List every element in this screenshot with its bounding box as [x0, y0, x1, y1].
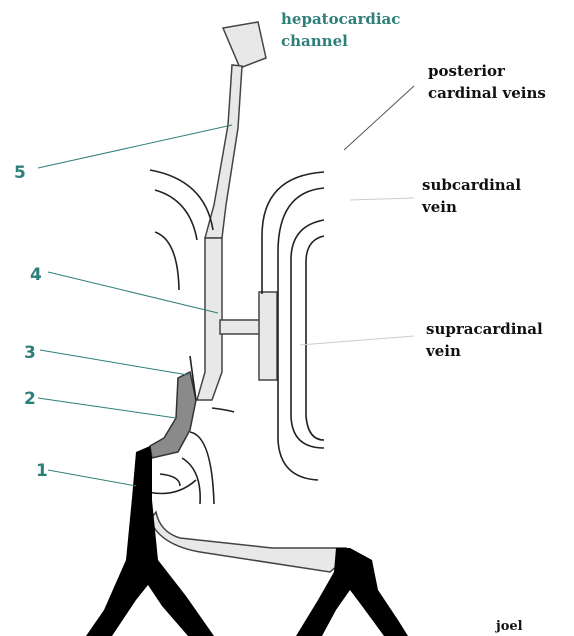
supracardinal-label-2: vein — [425, 342, 461, 360]
leader-posterior — [344, 86, 414, 150]
leader-5 — [38, 125, 232, 168]
leader-subcardinal — [350, 198, 414, 200]
subcardinal-label-2: vein — [421, 198, 457, 216]
lower-anastomosis — [150, 512, 346, 572]
signature: joel — [495, 619, 523, 634]
leader-3 — [40, 350, 188, 375]
hepatocardiac-label-2: channel — [281, 32, 348, 50]
number-1: 1 — [36, 461, 48, 481]
leader-1 — [48, 470, 136, 486]
number-4: 4 — [30, 265, 42, 285]
supracardinal-vein — [259, 292, 277, 380]
leader-2 — [38, 398, 176, 418]
number-2: 2 — [24, 389, 36, 409]
cross-anastomosis — [220, 320, 262, 334]
hepatocardiac-channel — [205, 22, 266, 238]
leader-4 — [48, 272, 218, 313]
leader-supracardinal — [300, 336, 414, 345]
number-3: 3 — [24, 343, 36, 363]
black-vessels — [86, 446, 408, 636]
number-5: 5 — [14, 163, 26, 183]
posterior-label-1: posterior — [428, 62, 506, 80]
supracardinal-label-1: supracardinal — [426, 320, 543, 338]
subcardinal-label-1: subcardinal — [422, 176, 521, 194]
hepatocardiac-label-1: hepatocardiac — [281, 10, 400, 28]
posterior-label-2: cardinal veins — [428, 84, 546, 102]
left-central-vessel — [197, 238, 222, 400]
